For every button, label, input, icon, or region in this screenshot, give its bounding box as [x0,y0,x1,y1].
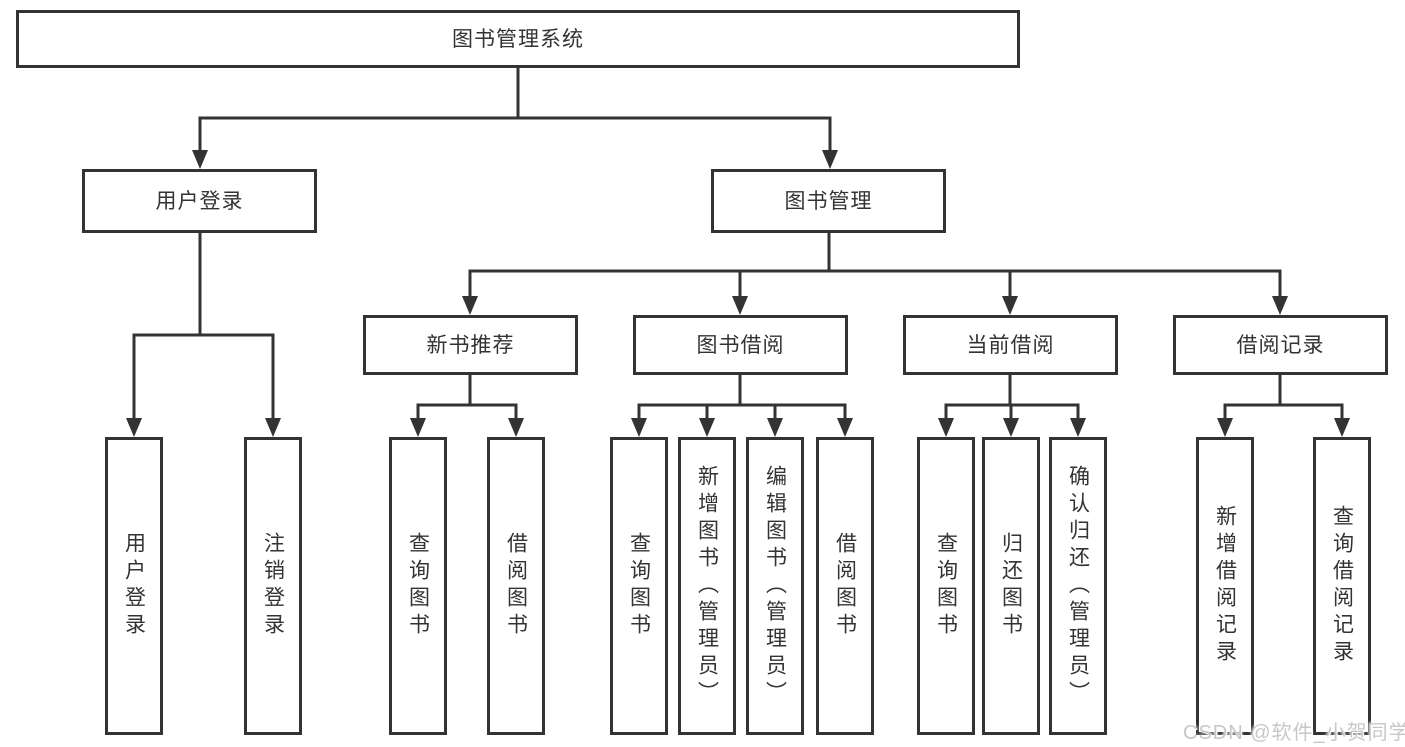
leaf-records-query-borrow-record: 查询借阅记录 [1313,437,1371,735]
arrow-to-new-book-recommend [462,296,478,315]
node-current-borrow: 当前借阅 [903,315,1118,375]
leaf-borrow-query-books-label: 查询图书 [627,532,651,640]
leaf-current-return-books: 归还图书 [982,437,1040,735]
arrow-to-book-management [822,150,838,169]
connector-records-to-leaves [1223,375,1344,420]
arrow-to-leaf-borrow-edit [767,418,783,437]
leaf-borrow-add-books-admin: 新增图书（管理员） [678,437,736,735]
arrow-to-leaf-borrow-borrow [837,418,853,437]
leaf-borrow-borrow-books-label: 借阅图书 [833,532,857,640]
leaf-login-logout-label: 注销登录 [261,532,285,640]
arrow-to-book-borrow [732,296,748,315]
node-current-borrow-label: 当前借阅 [966,333,1055,357]
arrow-to-borrow-records [1272,296,1288,315]
arrow-to-leaf-borrow-add [699,418,715,437]
arrow-to-leaf-user-login [126,418,142,437]
leaf-recommend-query-books: 查询图书 [389,437,447,735]
connector-root-to-level2 [198,68,832,152]
node-book-management: 图书管理 [711,169,946,233]
connector-recommend-to-leaves [416,375,518,420]
leaf-current-return-books-label: 归还图书 [999,532,1023,640]
arrow-to-current-borrow [1002,296,1018,315]
leaf-recommend-query-books-label: 查询图书 [406,532,430,640]
node-book-management-label: 图书管理 [784,189,873,213]
connector-bookmgmt-to-level3 [468,233,1282,298]
arrow-heads [126,150,1350,437]
leaf-borrow-add-books-admin-label: 新增图书（管理员） [695,464,719,708]
arrow-to-leaf-current-return [1003,418,1019,437]
leaf-records-add-borrow-record-label: 新增借阅记录 [1213,505,1237,667]
arrow-to-leaf-current-confirm [1070,418,1086,437]
leaf-records-add-borrow-record: 新增借阅记录 [1196,437,1254,735]
node-root-library-system: 图书管理系统 [16,10,1020,68]
node-book-borrow-label: 图书借阅 [696,333,785,357]
node-user-login: 用户登录 [82,169,317,233]
leaf-login-logout: 注销登录 [244,437,302,735]
leaf-recommend-borrow-books: 借阅图书 [487,437,545,735]
leaf-current-query-books-label: 查询图书 [934,532,958,640]
leaf-borrow-edit-books-admin: 编辑图书（管理员） [746,437,804,735]
connector-login-to-leaves [132,233,275,420]
leaf-records-query-borrow-record-label: 查询借阅记录 [1330,505,1354,667]
arrow-to-user-login [192,150,208,169]
node-book-borrow: 图书借阅 [633,315,848,375]
leaf-current-query-books: 查询图书 [917,437,975,735]
leaf-current-confirm-return-admin: 确认归还（管理员） [1049,437,1107,735]
leaf-borrow-borrow-books: 借阅图书 [816,437,874,735]
leaf-borrow-edit-books-admin-label: 编辑图书（管理员） [763,464,787,708]
connector-current-to-leaves [944,375,1080,420]
arrow-to-leaf-logout [265,418,281,437]
arrow-to-leaf-current-query [938,418,954,437]
leaf-borrow-query-books: 查询图书 [610,437,668,735]
node-root-label: 图书管理系统 [452,27,584,51]
node-user-login-label: 用户登录 [155,189,244,213]
node-borrow-records: 借阅记录 [1173,315,1388,375]
arrow-to-leaf-recommend-query [410,418,426,437]
arrow-to-leaf-record-query [1334,418,1350,437]
csdn-watermark: CSDN @软件_小贺同学 [1183,722,1405,744]
leaf-login-user-login-label: 用户登录 [122,532,146,640]
leaf-login-user-login: 用户登录 [105,437,163,735]
node-borrow-records-label: 借阅记录 [1236,333,1325,357]
leaf-recommend-borrow-books-label: 借阅图书 [504,532,528,640]
leaf-current-confirm-return-admin-label: 确认归还（管理员） [1066,464,1090,708]
arrow-to-leaf-recommend-borrow [508,418,524,437]
arrow-to-leaf-record-add [1217,418,1233,437]
connector-borrow-to-leaves [637,375,847,420]
node-new-book-recommend: 新书推荐 [363,315,578,375]
node-new-book-recommend-label: 新书推荐 [426,333,515,357]
arrow-to-leaf-borrow-query [631,418,647,437]
